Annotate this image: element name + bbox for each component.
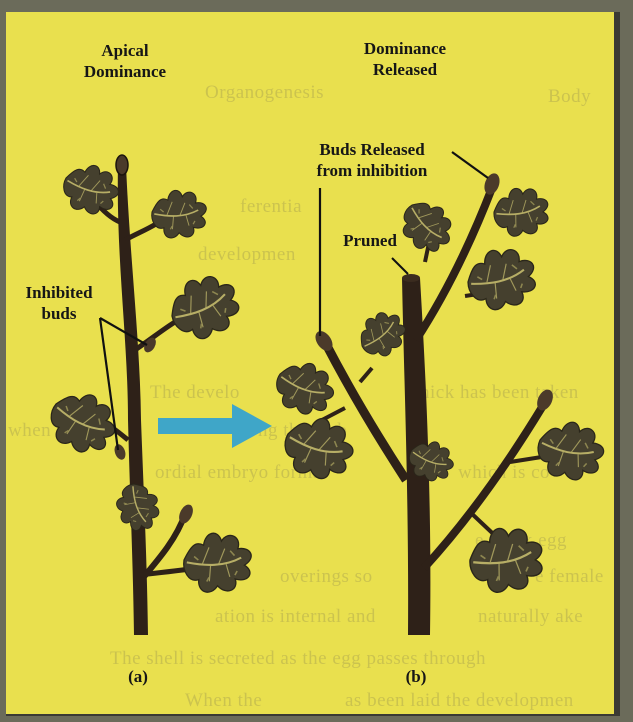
plant-b — [269, 152, 607, 635]
pruned-pointer-line — [392, 258, 408, 274]
title-apical-dominance: Apical Dominance — [70, 40, 180, 82]
inhibited-pointer-line — [100, 318, 147, 345]
label-buds-released: Buds Released from inhibition — [296, 139, 448, 181]
plant-b-leaf — [490, 183, 552, 239]
plant-b-pruned-tip — [402, 274, 420, 282]
caption-a: (a) — [118, 666, 158, 687]
plant-a-leaf — [111, 478, 165, 536]
plant-a-inhibited-bud — [113, 443, 128, 461]
title-dominance-released: Dominance Released — [340, 38, 470, 80]
plant-b-leaf — [269, 355, 340, 421]
plant-a-leaf — [41, 383, 124, 462]
released-pointer-line — [452, 152, 488, 178]
plant-a — [41, 155, 254, 635]
plant-a-leaf — [181, 530, 254, 594]
plant-a-leaf — [161, 266, 247, 348]
plant-b-leaf — [534, 417, 608, 484]
label-inhibited-buds: Inhibited buds — [14, 282, 104, 324]
transition-arrow — [158, 404, 272, 448]
plant-b-leaf — [465, 522, 548, 597]
plant-b-leaf — [278, 411, 359, 485]
plant-a-leaf — [58, 159, 123, 219]
plant-b-leaf — [461, 241, 542, 315]
label-pruned: Pruned — [330, 230, 410, 251]
caption-b: (b) — [396, 666, 436, 687]
plant-a-apical-bud — [116, 155, 128, 175]
plant-a-leaf — [150, 188, 209, 240]
